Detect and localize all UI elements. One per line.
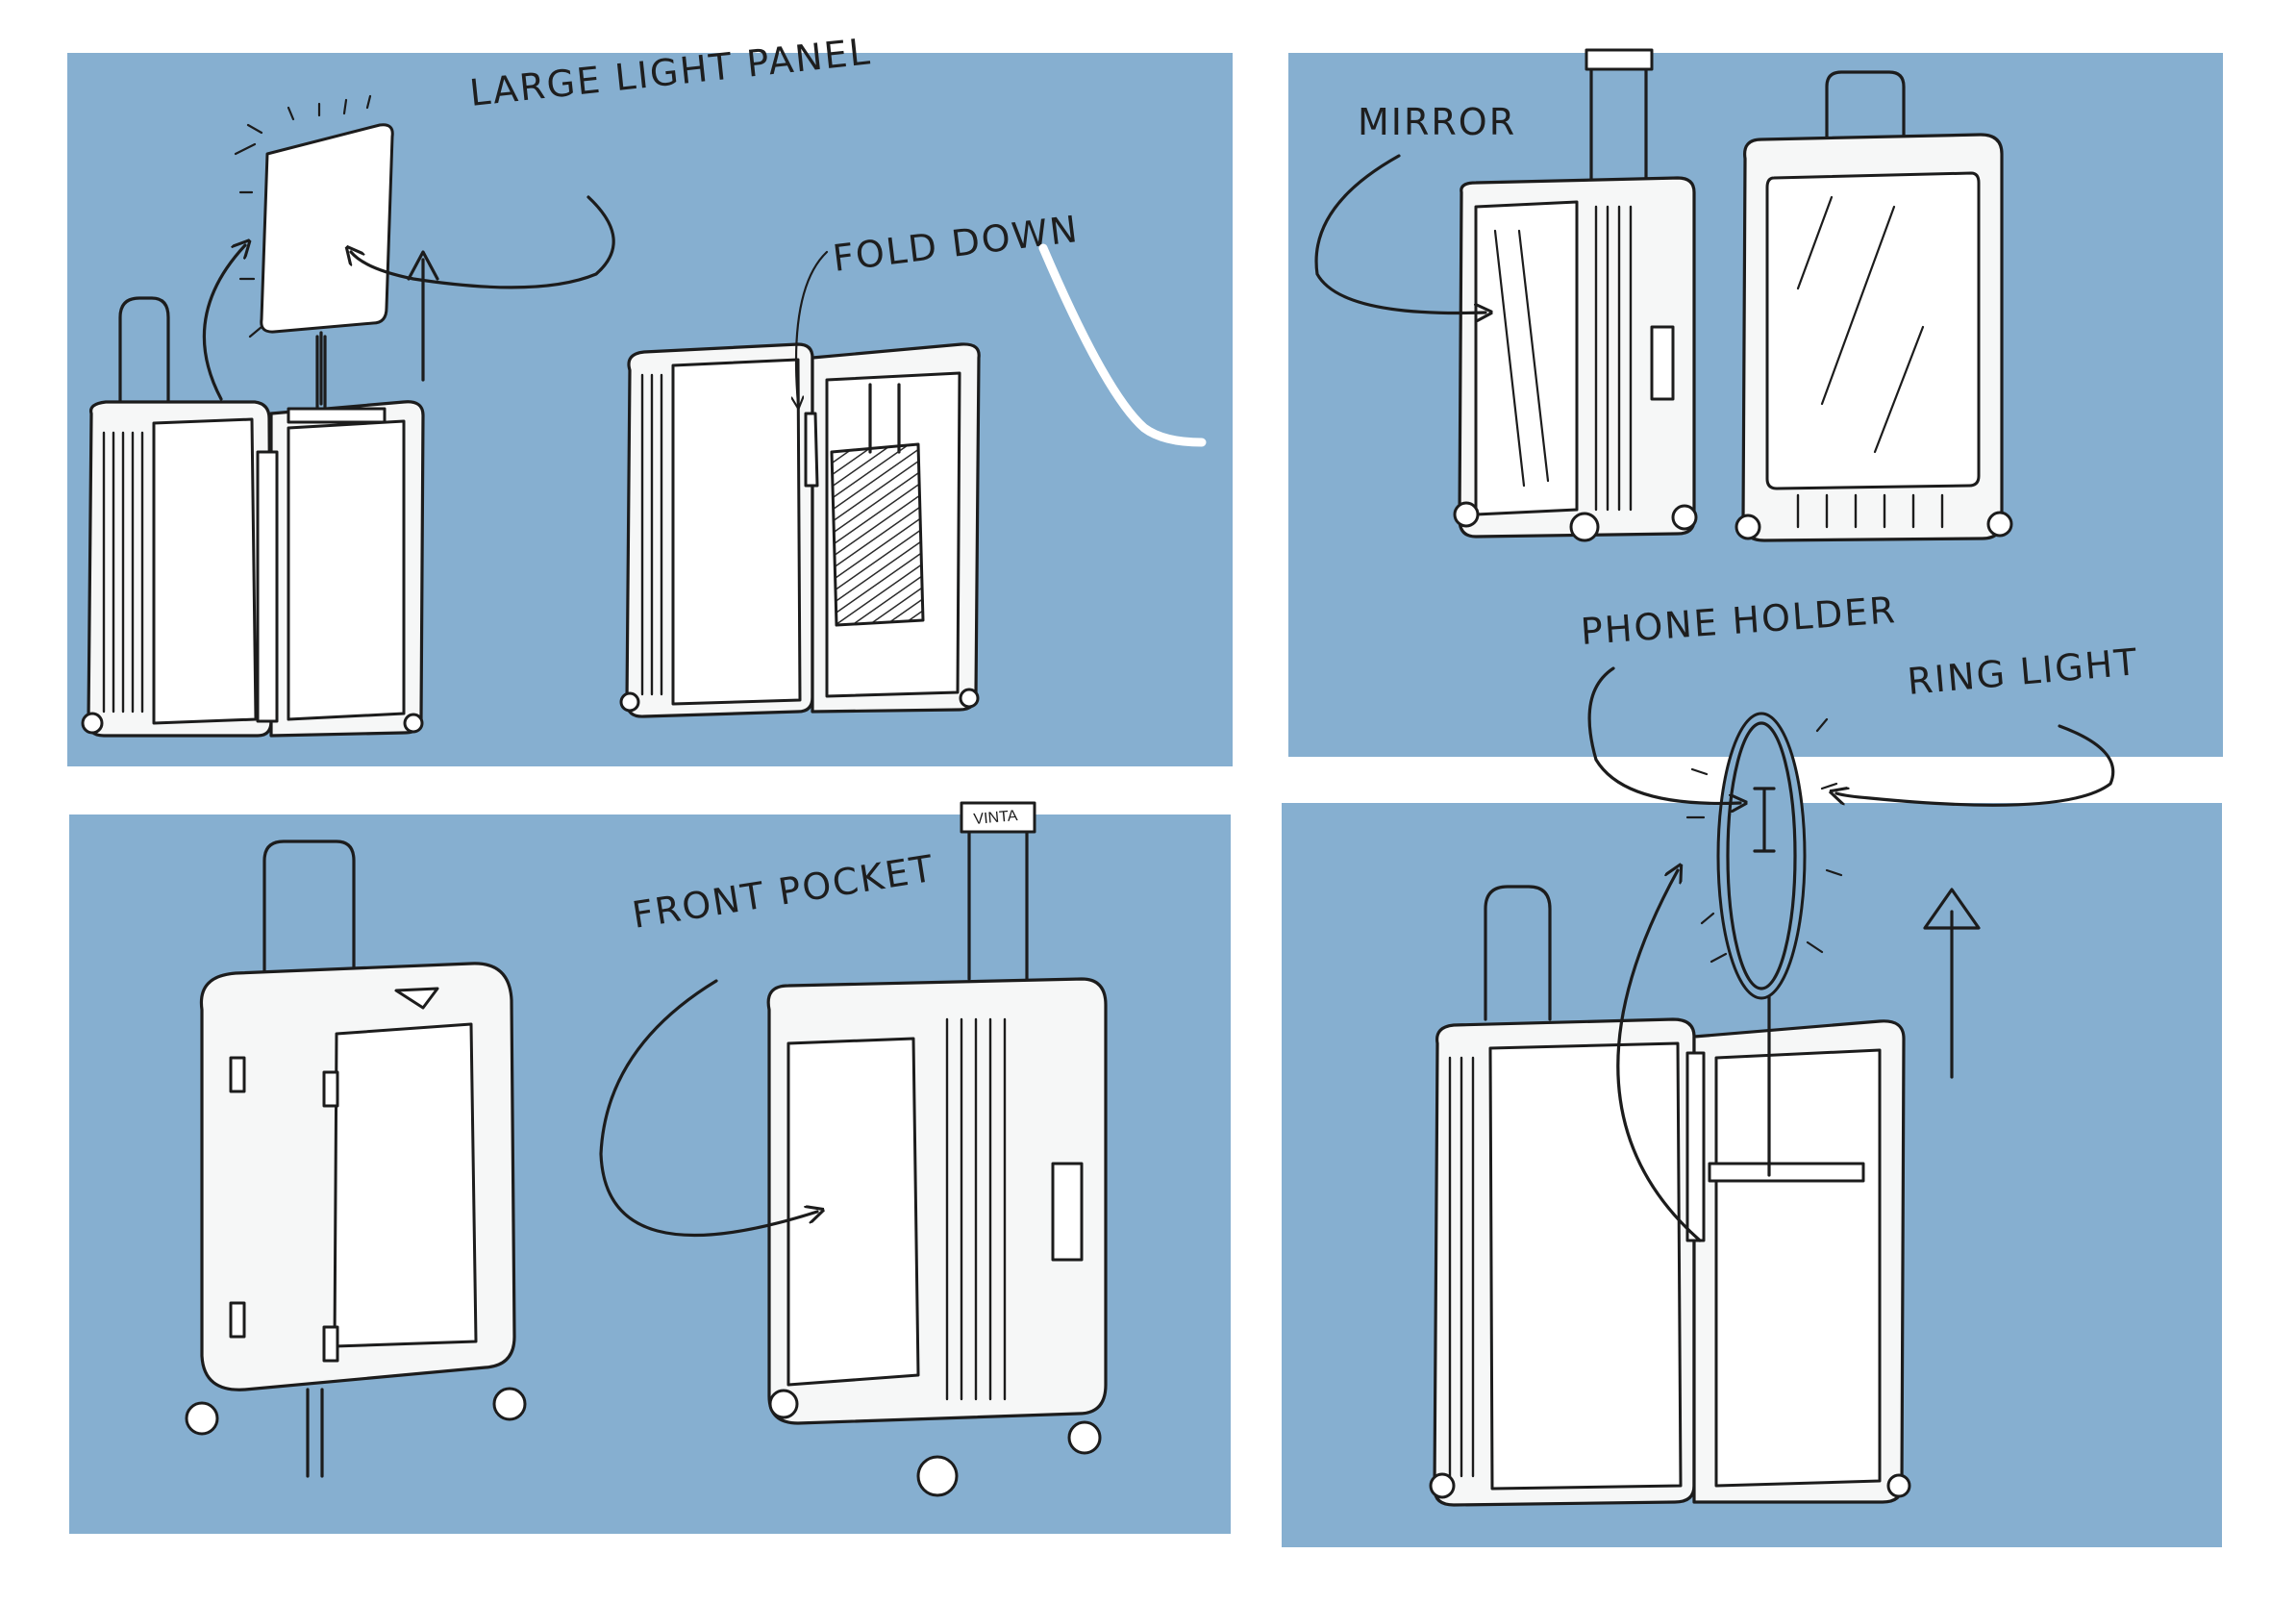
callout-curve-fold-down [796, 250, 829, 404]
callout-curve-ring-light [1836, 724, 2115, 807]
callout-curve-front-pocket [599, 979, 817, 1238]
raise-arrow-icon [1923, 888, 1981, 1079]
open-suitcase-light-panel [81, 296, 425, 738]
callout-curve-mirror [1314, 154, 1485, 313]
white-stroke-mark [1038, 243, 1207, 447]
panel-light-panel: LARGE LIGHT PANEL FOLD DOWN [81, 30, 1207, 738]
suitcase-back-view [185, 840, 527, 1478]
panel-mirror: MIRROR [1314, 48, 2013, 542]
suitcase-front-pocket: VINTA [766, 801, 1108, 1497]
suitcase-mirror-front [1734, 70, 2013, 542]
suitcase-mirror-angled [1453, 48, 1698, 542]
large-light-panel [234, 94, 394, 406]
label-mirror: MIRROR [1358, 101, 1516, 143]
ring-light-stand [1685, 712, 1843, 1177]
brand-label: VINTA [973, 808, 1019, 828]
fold-down-suitcase [619, 342, 981, 718]
up-arrow-icon [1616, 870, 1702, 1242]
phone-holder [1753, 787, 1776, 853]
callout-curve-light-panel [351, 195, 615, 289]
up-arrow-icon [202, 245, 245, 401]
callout-curve-phone-holder [1587, 666, 1740, 803]
